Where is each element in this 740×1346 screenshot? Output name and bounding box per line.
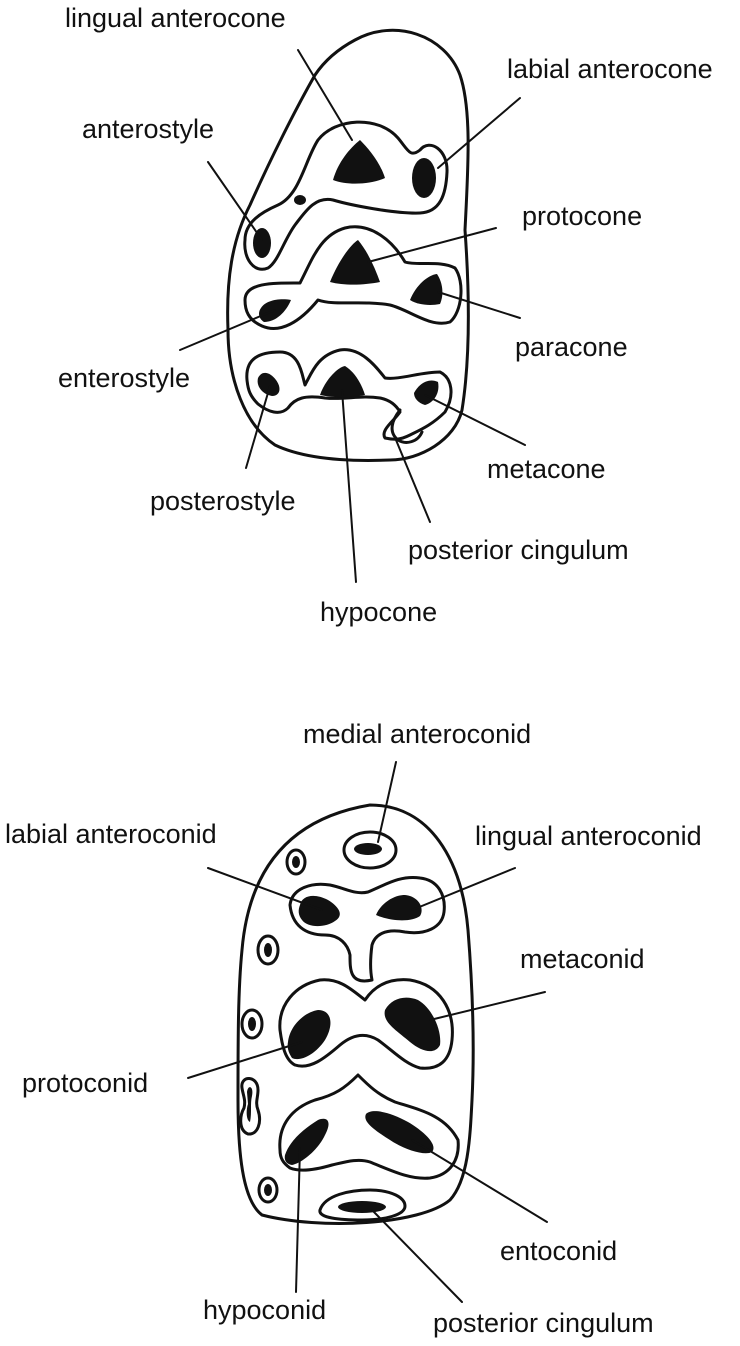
leader-enterostyle [179,309,276,351]
label-hypocone: hypocone [320,597,437,627]
upper-posterior-cingulum-fold [390,408,424,444]
lower-stylid-islet-3-ring [240,1008,264,1040]
label-hypoconid: hypoconid [203,1295,326,1325]
upper-anterior-islet [294,195,306,205]
lower-posterior-cingulum-ring [318,1188,407,1222]
label-metaconid: metaconid [520,944,645,974]
leader-labial-anterocone [437,97,521,169]
leader-entoconid [411,1139,548,1223]
label-labial-anteroconid: labial anteroconid [5,819,217,849]
lower-stylid-islet-2 [264,943,272,957]
label-lingual-anteroconid: lingual anteroconid [475,821,702,851]
upper-lingual-anterocone-cusp [333,140,385,184]
lower-stylid-islet-5-ring [257,1176,279,1204]
lower-stylid-islet-1 [292,856,300,868]
leader-upper-posterior-cingulum [395,439,431,523]
label-anterostyle: anterostyle [82,114,214,144]
lower-labial-anteroconid-cusp [298,895,340,927]
upper-paracone-cusp [410,274,443,305]
label-upper-posterior-cingulum: posterior cingulum [408,535,629,565]
lower-protoconid-enamel-loop [278,978,454,1070]
lower-hypoconid-enamel-loop [278,1073,460,1180]
leader-protocone [367,227,497,263]
upper-protocone-enamel-loop [243,225,463,330]
lower-stylid-islet-3 [248,1017,256,1031]
label-lingual-anterocone: lingual anterocone [65,3,286,33]
leader-metaconid [429,991,546,1021]
lower-anteroconid-enamel-loop [288,875,446,983]
lower-stylid-islet-5 [264,1184,272,1196]
label-enterostyle: enterostyle [58,363,190,393]
lower-stylid-islet-4-ring [239,1077,262,1136]
lower-stylid-islet-2-ring [256,934,280,966]
label-lower-posterior-cingulum: posterior cingulum [433,1308,654,1338]
lower-stylid-islet-1-ring [285,848,307,876]
leader-anterostyle [207,161,263,241]
leader-hypoconid [295,1147,301,1293]
upper-protocone-cusp [330,240,380,285]
upper-metacone-cusp [414,380,439,405]
lower-metaconid-cusp [384,997,441,1052]
lower-medial-anteroconid-ring [342,830,398,870]
label-metacone: metacone [487,454,606,484]
label-medial-anteroconid: medial anteroconid [303,719,531,749]
label-labial-anterocone: labial anterocone [507,54,713,84]
leader-lower-posterior-cingulum [371,1209,463,1303]
leader-labial-anteroconid [207,867,323,911]
lower-stylid-islet-4 [246,1087,253,1122]
label-posterostyle: posterostyle [150,486,296,516]
leader-posterostyle [245,385,271,469]
label-protoconid: protoconid [22,1068,148,1098]
leader-metacone [424,394,526,446]
lower-lingual-anteroconid-cusp [376,895,422,921]
upper-molar: lingual anterocone labial anterocone ant… [58,3,713,627]
lower-protoconid-cusp [287,1010,331,1060]
leader-lingual-anteroconid [411,867,516,911]
leader-medial-anteroconid [377,761,397,843]
upper-hypocone-cusp [320,366,365,398]
leader-protoconid [187,1041,303,1079]
lower-posterior-cingulum-cusp [338,1201,386,1213]
label-protocone: protocone [522,201,642,231]
upper-hypocone-enamel-loop [245,348,453,441]
leader-hypocone [341,389,357,583]
label-paracone: paracone [515,332,628,362]
leader-lingual-anterocone [297,49,353,141]
upper-anterocone-enamel-loop [243,120,449,271]
lower-hypoconid-cusp [284,1118,329,1165]
lower-molar: medial anteroconid labial anteroconid li… [5,719,702,1338]
leader-paracone [437,291,521,319]
upper-posterostyle-cusp [257,372,280,396]
lower-molar-crown-outline [236,803,475,1225]
upper-labial-anterocone-cusp [412,158,436,198]
label-entoconid: entoconid [500,1236,617,1266]
upper-molar-crown-outline [226,28,470,462]
upper-anterostyle-cusp [253,228,271,258]
lower-medial-anteroconid-cusp [354,843,382,855]
